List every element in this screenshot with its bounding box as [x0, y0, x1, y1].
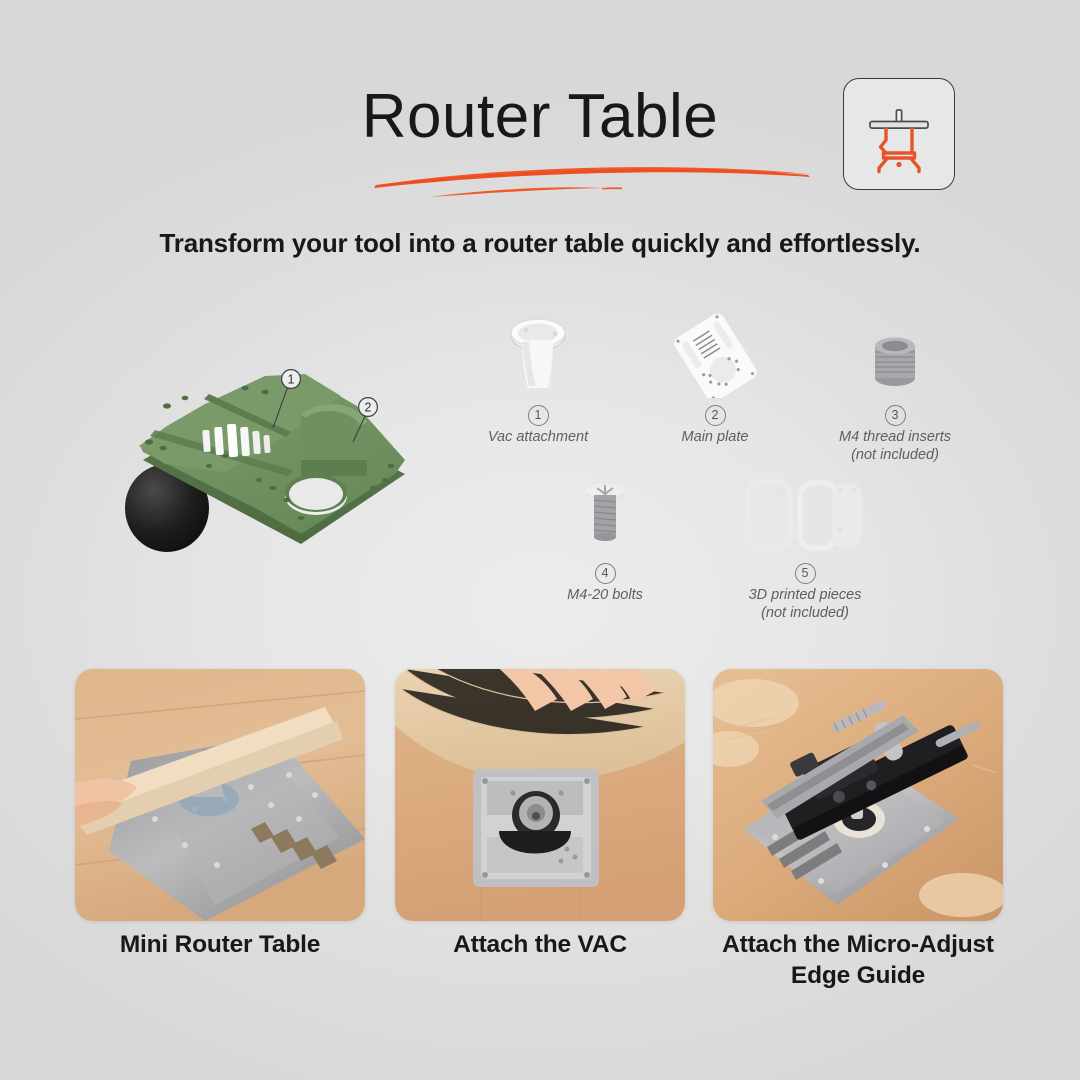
svg-text:1: 1: [288, 372, 295, 386]
part-bolts: 4 M4-20 bolts: [525, 470, 685, 605]
photo-card-attach-vac[interactable]: [395, 669, 685, 921]
part-thread-inserts: 3 M4 thread inserts (not included): [810, 312, 980, 464]
printed-pieces-icon: [715, 470, 895, 556]
svg-text:2: 2: [365, 400, 372, 414]
part-sublabel: (not included): [851, 446, 939, 463]
card-caption-1: Mini Router Table: [119, 931, 321, 958]
card-caption-3: Attach the Micro-Adjust Edge Guide: [722, 931, 994, 989]
part-number: 5: [794, 563, 816, 584]
part-label: M4-20 bolts: [567, 587, 643, 603]
part-number: 3: [884, 405, 906, 426]
page-title: Router Table: [361, 82, 719, 151]
part-number: 2: [704, 405, 726, 426]
thread-insert-icon: [810, 312, 980, 398]
part-main-plate: 2 Main plate: [635, 312, 795, 447]
photo-card-attach-edge-guide[interactable]: [713, 669, 1003, 921]
green-3d-assembly-render: 1 2: [125, 369, 405, 552]
part-label: Vac attachment: [487, 429, 589, 445]
photo-router-plate-with-workpiece: [75, 669, 365, 921]
router-table-badge: [843, 78, 955, 190]
bolt-icon: [525, 470, 685, 556]
part-label: 3D printed pieces: [748, 587, 862, 603]
vac-attachment-icon: [458, 312, 618, 398]
main-plate-icon: [635, 312, 795, 398]
part-number: 1: [527, 405, 549, 426]
part-vac-attachment: 1 Vac attachment: [458, 312, 618, 447]
photo-card-mini-router-table[interactable]: [75, 669, 365, 921]
photo-card-row: [0, 669, 1080, 924]
page-subtitle: Transform your tool into a router table …: [159, 228, 921, 258]
photo-round-board-vac-attachment: [395, 669, 685, 921]
callout-1: 1: [281, 369, 302, 389]
part-label: Main plate: [681, 429, 749, 445]
parts-list: 1 Vac attachment: [440, 300, 1000, 640]
part-label: M4 thread inserts: [838, 429, 952, 445]
photo-plate-with-edge-guide: [713, 669, 1003, 921]
part-printed-pieces: 5 3D printed pieces (not included): [715, 470, 895, 622]
part-sublabel: (not included): [761, 604, 849, 621]
part-number: 4: [594, 563, 616, 584]
router-table-icon: [869, 109, 929, 174]
callout-2: 2: [358, 396, 379, 417]
brush-underline: [372, 167, 810, 197]
card-caption-2: Attach the VAC: [453, 931, 627, 958]
